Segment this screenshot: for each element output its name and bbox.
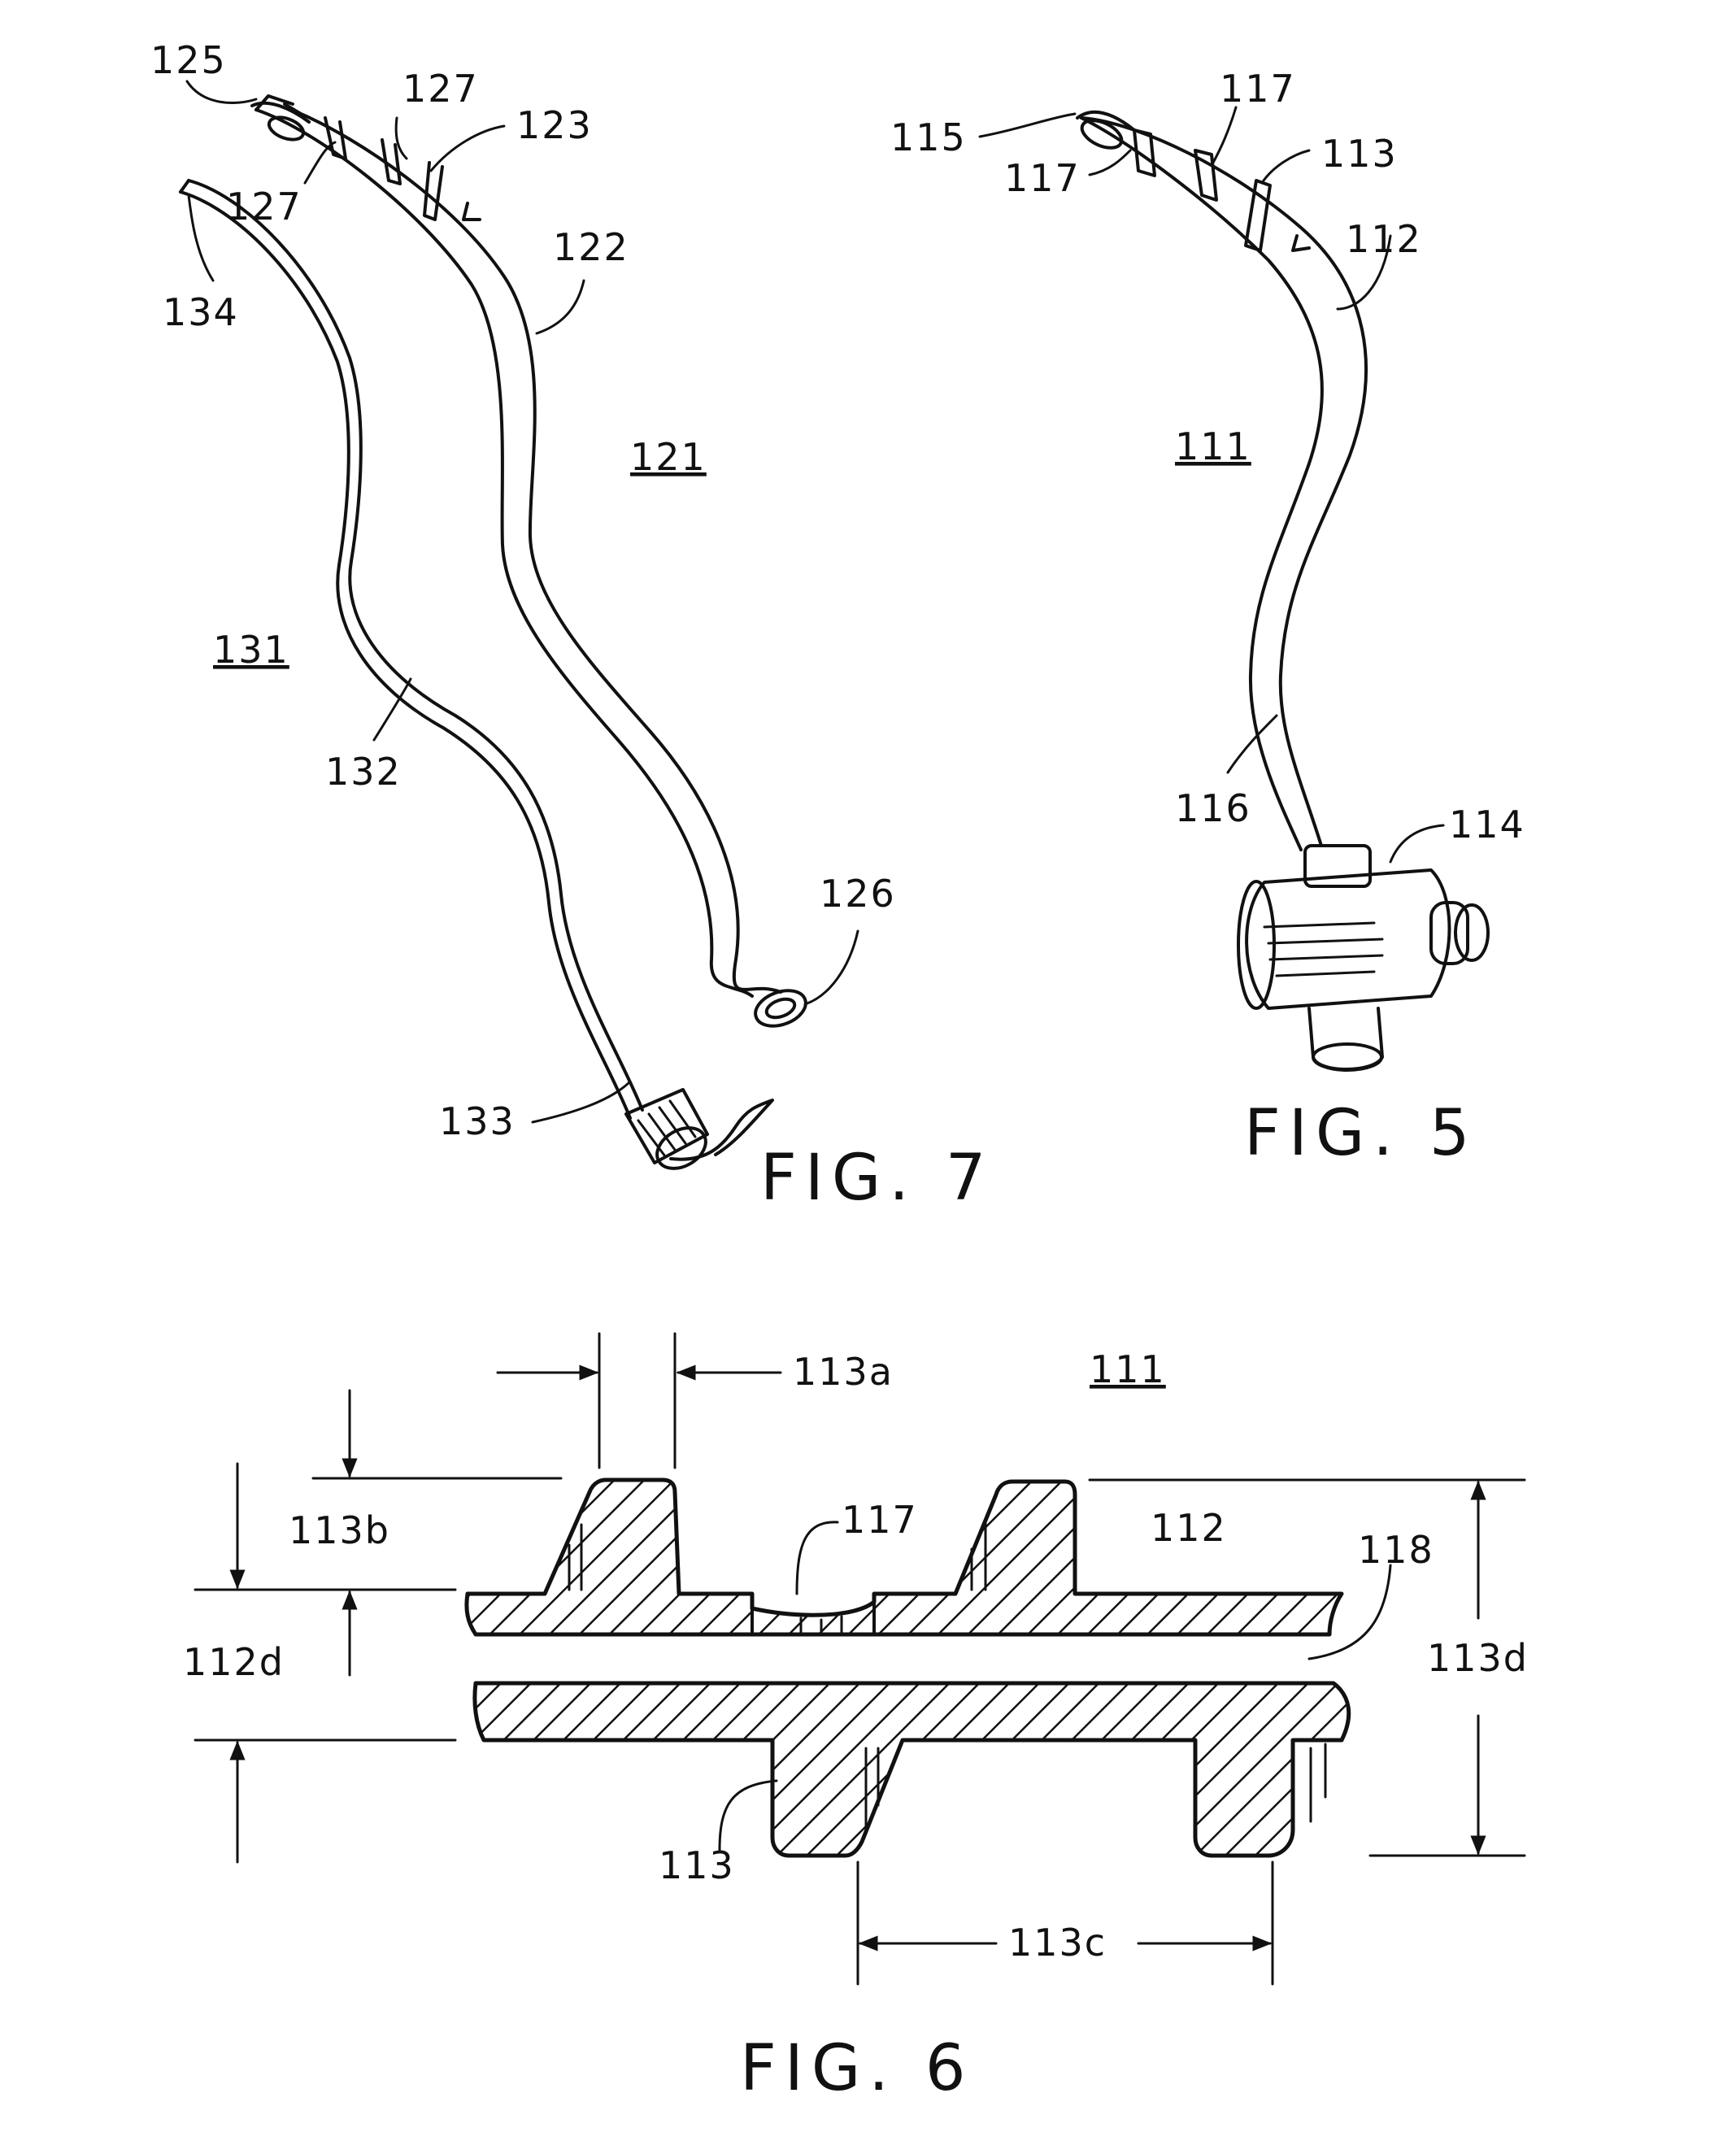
ref-121: 121 [630, 435, 707, 479]
ref-118: 118 [1358, 1528, 1434, 1572]
dimension-113b [195, 1390, 561, 1590]
leader-113 [720, 1781, 777, 1850]
lumen-end-126 [751, 984, 811, 1032]
ref-112d: 112d [183, 1640, 285, 1684]
leader-114 [1390, 825, 1443, 862]
ref-132: 132 [325, 750, 402, 794]
ref-116: 116 [1175, 786, 1251, 830]
lumen-118 [476, 1634, 1334, 1683]
leader-115 [980, 114, 1075, 137]
leader-126 [805, 931, 858, 1004]
figure-5: 115 117 117 113 112 111 116 114 FIG. 5 [890, 67, 1525, 1170]
ref-127a: 127 [402, 67, 479, 111]
tube-112 [1081, 118, 1366, 850]
figure-5-caption: FIG. 5 [1244, 1097, 1478, 1170]
dimension-112d [195, 1592, 455, 1862]
leader-134 [189, 195, 213, 281]
ref-113d: 113d [1427, 1636, 1529, 1680]
bracket [671, 1100, 772, 1160]
ref-111-fig6: 111 [1090, 1347, 1166, 1391]
figure-7-caption: FIG. 7 [760, 1142, 994, 1215]
ref-122: 122 [553, 225, 629, 269]
ref-114: 114 [1449, 803, 1525, 846]
ref-125: 125 [150, 38, 227, 82]
ref-113: 113 [1321, 132, 1398, 176]
ref-113b: 113b [289, 1508, 390, 1552]
ref-111: 111 [1175, 424, 1251, 468]
fitting-114 [1238, 846, 1488, 1070]
leader-117 [797, 1522, 838, 1594]
lower-wall-113 [475, 1683, 1349, 1856]
ref-113: 113 [659, 1843, 735, 1887]
dimension-113a [498, 1334, 781, 1468]
leader-122 [537, 281, 584, 333]
leader-117b [1090, 150, 1130, 175]
ref-127b: 127 [226, 185, 302, 228]
ref-115: 115 [890, 115, 967, 159]
ref-134: 134 [163, 290, 239, 334]
figure-6-caption: FIG. 6 [740, 2032, 974, 2105]
ref-133: 133 [439, 1099, 516, 1143]
leader-117a [1213, 107, 1236, 163]
leader-116 [1228, 716, 1277, 772]
tip-125 [252, 103, 309, 144]
ref-117: 117 [842, 1498, 918, 1542]
tube-122 [256, 96, 781, 996]
ref-112: 112 [1346, 217, 1422, 261]
figure-6: 113a 111 113b 117 112 118 112d 113d 113 … [183, 1334, 1529, 2105]
ref-126: 126 [820, 872, 896, 916]
figure-7: 125 127 127 123 134 122 121 131 132 126 … [150, 38, 994, 1215]
leader-132 [374, 679, 411, 740]
ref-123: 123 [516, 103, 593, 147]
ref-131: 131 [213, 628, 289, 672]
leader-123 [431, 126, 504, 171]
ref-113c: 113c [1008, 1921, 1107, 1965]
ref-117b: 117 [1004, 156, 1081, 200]
ref-113a: 113a [793, 1350, 894, 1394]
ref-112: 112 [1151, 1506, 1227, 1550]
ref-117a: 117 [1220, 67, 1296, 111]
leader-113 [1262, 150, 1309, 183]
leader-125 [187, 81, 256, 103]
